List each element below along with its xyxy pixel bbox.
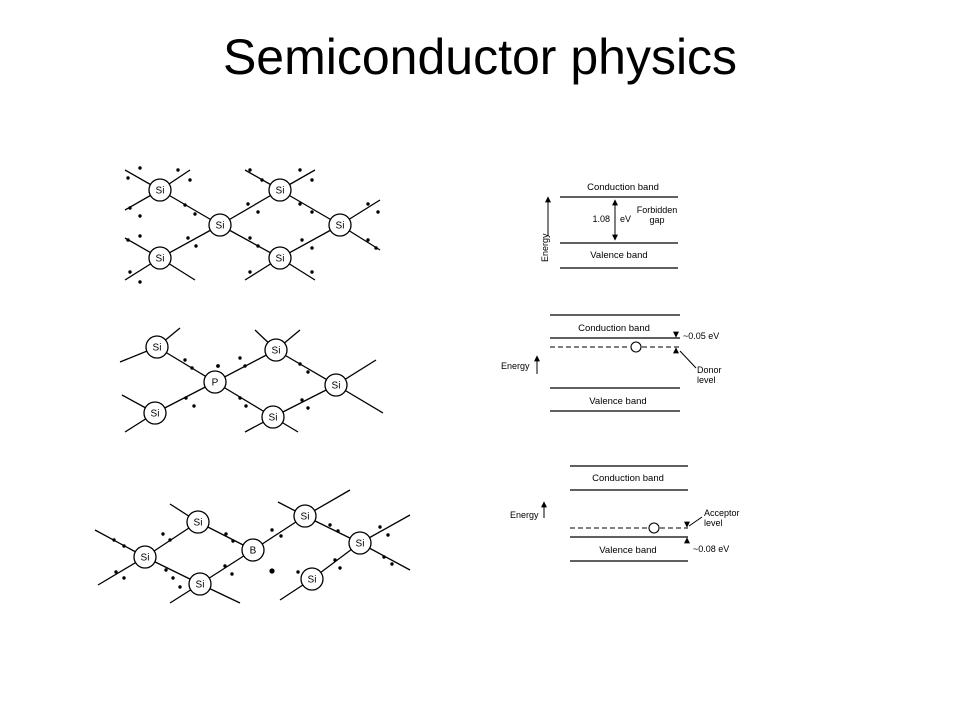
p-type-electrons (112, 523, 394, 589)
atom: Si (148, 178, 172, 202)
n-type-atoms: Si Si P Si Si Si (143, 335, 348, 429)
conduction-band-label: Conduction band (587, 182, 659, 193)
donor-band-diagram: Conduction band ~0.05 eV Donor level Val… (501, 314, 722, 412)
atom: Si (133, 545, 157, 569)
atom: Si (143, 401, 167, 425)
conduction-band-label: Conduction band (592, 473, 664, 484)
svg-text:P: P (212, 378, 219, 389)
svg-text:Si: Si (153, 343, 162, 354)
donor-level-label: Donor (697, 365, 722, 375)
n-type-electrons (183, 356, 310, 410)
atom: Si (324, 373, 348, 397)
donor-level-label-2: level (697, 375, 716, 385)
atom: Si (264, 338, 288, 362)
p-type-atoms: Si Si Si B Si Si Si (133, 504, 372, 596)
svg-text:Si: Si (269, 413, 278, 424)
svg-text:Si: Si (276, 186, 285, 197)
atom: Si (348, 531, 372, 555)
acceptor-level-label-2: level (704, 518, 723, 528)
svg-text:Si: Si (196, 580, 205, 591)
donor-offset-label: ~0.05 eV (683, 331, 719, 341)
donor-leader-line (679, 350, 697, 369)
donor-atom: P (203, 370, 227, 394)
valence-band-label: Valence band (599, 545, 656, 556)
conduction-band-label: Conduction band (578, 323, 650, 334)
atom: Si (208, 213, 232, 237)
atom: Si (186, 510, 210, 534)
svg-text:Si: Si (356, 539, 365, 550)
forbidden-gap-label-2: gap (649, 215, 664, 225)
energy-label: Energy (510, 510, 539, 520)
svg-text:Si: Si (141, 553, 150, 564)
atom: Si (261, 405, 285, 429)
intrinsic-atoms: Si Si Si Si Si Si (148, 178, 352, 270)
page-title: Semiconductor physics (222, 29, 738, 85)
forbidden-gap-label: Forbidden (637, 205, 678, 215)
atom: Si (148, 246, 172, 270)
energy-label: Energy (501, 361, 530, 371)
intrinsic-band-diagram: Conduction band Valence band 1.08 eV For… (540, 182, 678, 269)
acceptor-atom: B (241, 538, 265, 562)
acceptor-band-diagram: Conduction band Acceptor level ~0.08 eV … (510, 465, 740, 562)
svg-text:Si: Si (216, 221, 225, 232)
svg-text:Si: Si (308, 575, 317, 586)
atom: Si (145, 335, 169, 359)
intrinsic-electrons (126, 166, 380, 284)
svg-text:B: B (250, 546, 257, 557)
atom: Si (293, 504, 317, 528)
atom: Si (268, 178, 292, 202)
atom: Si (328, 213, 352, 237)
svg-text:Si: Si (272, 346, 281, 357)
valence-band-label: Valence band (590, 250, 647, 261)
svg-text:Si: Si (194, 518, 203, 529)
donor-electron (630, 341, 642, 353)
energy-label: Energy (540, 233, 550, 262)
acceptor-hole (648, 522, 660, 534)
svg-text:Si: Si (336, 221, 345, 232)
atom: Si (300, 567, 324, 591)
acceptor-leader-line (688, 516, 703, 527)
gap-value: 1.08 (592, 214, 610, 224)
svg-text:Si: Si (151, 409, 160, 420)
svg-text:Si: Si (276, 254, 285, 265)
gap-unit: eV (620, 214, 631, 224)
svg-text:Si: Si (301, 512, 310, 523)
atom: Si (268, 246, 292, 270)
acceptor-level-label: Acceptor (704, 508, 740, 518)
acceptor-offset-label: ~0.08 eV (693, 544, 729, 554)
svg-text:Si: Si (156, 254, 165, 265)
atom: Si (188, 572, 212, 596)
svg-text:Si: Si (332, 381, 341, 392)
svg-text:Si: Si (156, 186, 165, 197)
valence-band-label: Valence band (589, 396, 646, 407)
